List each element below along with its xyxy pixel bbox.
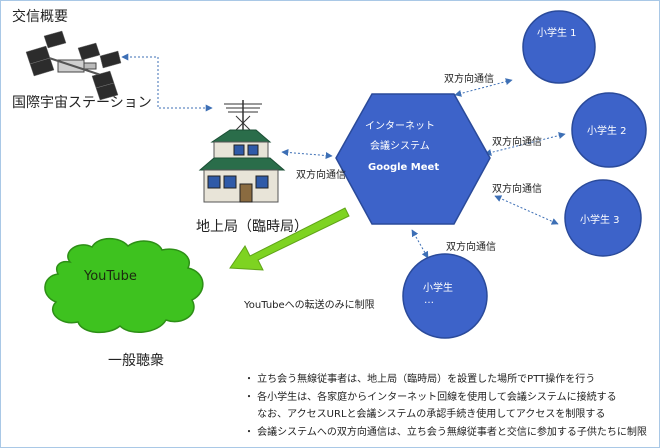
note-item: ・ 会議システムへの双方向通信は、立ち会う無線従事者と交信に参加する子供たちに制… bbox=[244, 426, 647, 438]
student2-node bbox=[571, 92, 647, 168]
iss-label: 国際宇宙ステーション bbox=[12, 95, 152, 111]
diagram-title: 交信概要 bbox=[12, 9, 68, 25]
student1-node bbox=[522, 10, 596, 84]
link-system-student4 bbox=[411, 229, 429, 259]
system-label-line2: 会議システム bbox=[370, 141, 430, 152]
student3-label: 小学生 3 bbox=[580, 215, 620, 226]
youtube-forward-arrow bbox=[229, 207, 350, 271]
note-item: ・ 立ち会う無線従事者は、地上局（臨時局）を設置した場所でPTT操作を行う bbox=[244, 374, 596, 385]
link-system-student2 bbox=[484, 132, 566, 156]
student4-node bbox=[402, 253, 488, 339]
youtube-forward-note: YouTubeへの転送のみに制限 bbox=[244, 300, 375, 311]
link-label-student1: 双方向通信 bbox=[444, 74, 494, 85]
ground-station-label: 地上局（臨時局） bbox=[196, 219, 308, 235]
link-label-student4: 双方向通信 bbox=[446, 242, 496, 253]
note-item: ・ 各小学生は、各家庭からインターネット回線を使用して会議システムに接続する bbox=[244, 391, 617, 403]
meeting-system-node bbox=[335, 93, 491, 225]
link-lines bbox=[121, 53, 566, 259]
student1-label: 小学生 1 bbox=[537, 28, 577, 39]
link-label-student3: 双方向通信 bbox=[492, 184, 542, 195]
student3-node bbox=[564, 179, 642, 257]
student4-label-line2: … bbox=[424, 295, 434, 306]
student2-label: 小学生 2 bbox=[587, 126, 627, 137]
link-system-student3 bbox=[494, 195, 559, 225]
system-label-line3: Google Meet bbox=[368, 162, 440, 173]
student4-label-line1: 小学生 bbox=[423, 283, 453, 294]
space-station-icon bbox=[25, 30, 122, 101]
note-item: なお、アクセスURLと会議システムの承認手続き使用してアクセスを制限する bbox=[244, 409, 606, 420]
link-label-ground-system: 双方向通信 bbox=[296, 170, 346, 181]
system-label-line1: インターネット bbox=[365, 121, 435, 132]
youtube-label: YouTube bbox=[84, 269, 137, 284]
youtube-cloud bbox=[44, 237, 204, 334]
link-ground-system bbox=[281, 149, 333, 159]
audience-label: 一般聴衆 bbox=[108, 353, 164, 369]
link-system-student1 bbox=[454, 78, 513, 97]
notes-list: ・ 立ち会う無線従事者は、地上局（臨時局）を設置した場所でPTT操作を行う ・ … bbox=[244, 371, 647, 441]
link-iss-ground bbox=[121, 53, 213, 112]
ground-station-icon bbox=[198, 100, 286, 203]
link-label-student2: 双方向通信 bbox=[492, 137, 542, 148]
